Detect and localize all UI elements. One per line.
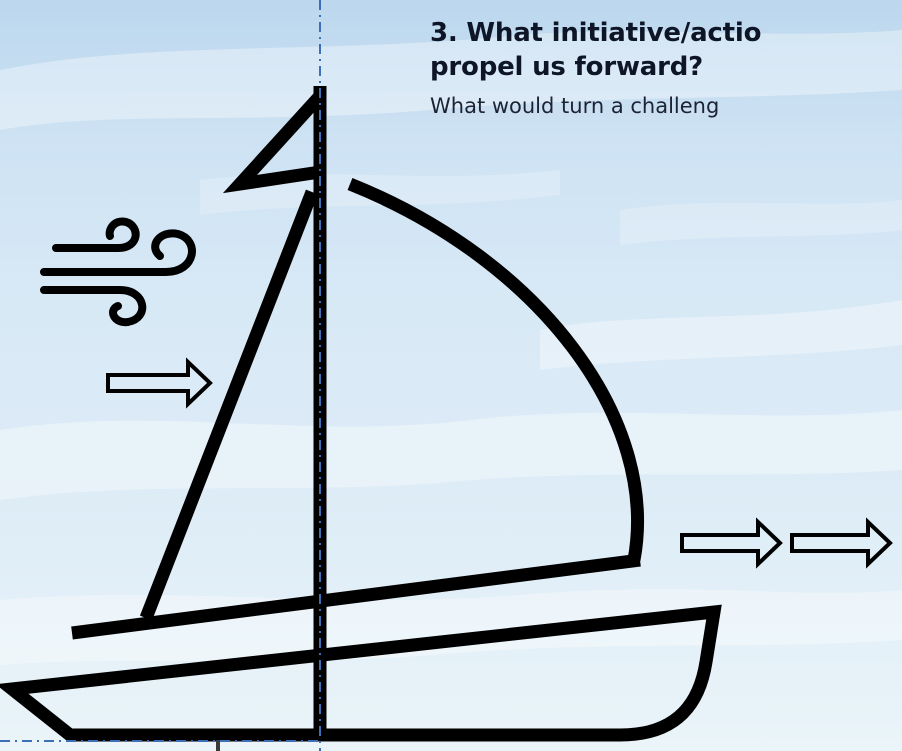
jib-sail bbox=[139, 189, 319, 621]
right-arrow-outline-icon bbox=[106, 357, 213, 409]
boat-hull bbox=[0, 604, 722, 742]
wind-icon bbox=[40, 217, 196, 327]
right-arrow-outline-icon bbox=[790, 517, 893, 569]
sailboat-icon bbox=[0, 86, 722, 742]
right-arrow-outline-icon bbox=[680, 517, 783, 569]
alignment-guides bbox=[0, 0, 321, 751]
question-subtitle: What would turn a challeng bbox=[430, 94, 720, 118]
question-title-line1: 3. What initiative/actio bbox=[430, 18, 762, 48]
resize-handle[interactable] bbox=[216, 740, 220, 751]
sail-bottom-line bbox=[71, 553, 641, 640]
top-sail bbox=[222, 91, 325, 194]
main-sail bbox=[347, 177, 645, 562]
question-title-line2: propel us forward? bbox=[430, 52, 704, 82]
question-title: 3. What initiative/actio propel us forwa… bbox=[430, 16, 902, 84]
